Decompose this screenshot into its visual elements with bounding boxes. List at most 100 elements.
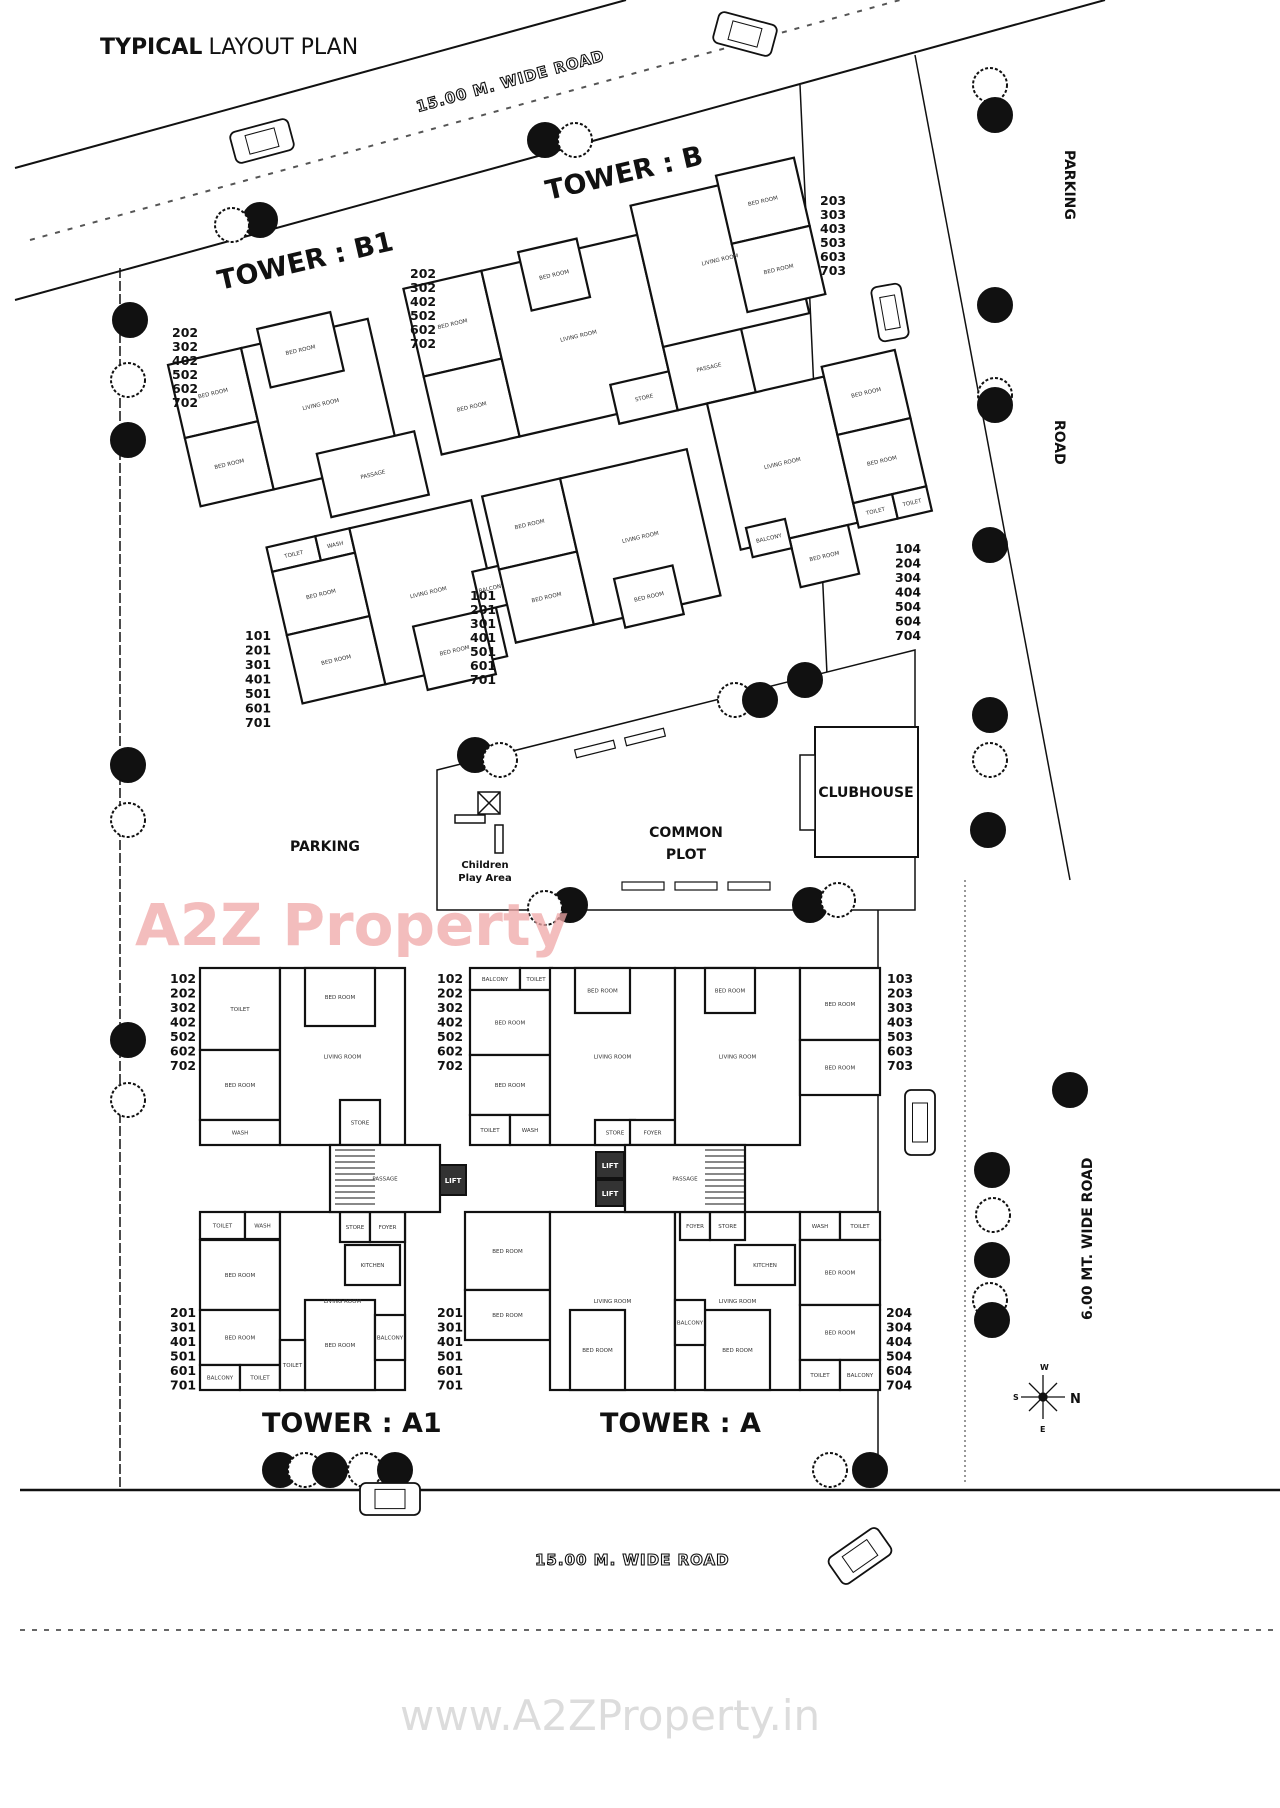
room-bed [612, 564, 686, 629]
staircase-icon [335, 1149, 375, 1205]
common-plot-label-2: PLOT [666, 847, 707, 863]
unit-number: 401 [170, 1334, 196, 1349]
unit-number: 402 [437, 1015, 463, 1030]
unit-number: 404 [895, 585, 921, 600]
unit-number: 701 [245, 715, 271, 730]
room-label: BED ROOM [825, 1271, 856, 1277]
car-icon [904, 1089, 936, 1156]
unit-number: 704 [895, 628, 921, 643]
room-balcony [198, 1363, 242, 1392]
room-bed [730, 224, 827, 314]
room-label: TOILET [212, 1224, 233, 1230]
room-label: BED ROOM [225, 1336, 256, 1342]
room-label: LIVING ROOM [594, 1299, 632, 1305]
room-bed [516, 237, 592, 312]
bottom-road-label: 15.00 M. WIDE ROAD [535, 1551, 730, 1569]
unit-number: 303 [887, 1000, 913, 1015]
unit-number: 303 [820, 207, 846, 222]
towers: TOILET BED ROOM WASH LIVING ROOM BED ROOM STO… [166, 156, 934, 1392]
unit-number: 202 [437, 986, 463, 1001]
right-parking-strip: PARKING ROAD [799, 54, 1077, 881]
clubhouse-label: CLUBHOUSE [818, 785, 913, 801]
room-label: BED ROOM [587, 989, 618, 995]
room-label: LIVING ROOM [719, 1299, 757, 1305]
tree-icon [347, 1452, 383, 1488]
unit-number: 201 [470, 602, 496, 617]
unit-number: 203 [820, 193, 846, 208]
tower-a1-label: TOWER : A1 [262, 1408, 442, 1439]
unit-number: 304 [886, 1320, 912, 1335]
room-label: LIVING ROOM [719, 1055, 757, 1061]
compass-s: S [1013, 1393, 1019, 1402]
unit-number: 302 [437, 1000, 463, 1015]
tree-icon [787, 662, 823, 698]
room-label: TOILET [809, 1373, 830, 1379]
tree-icon [972, 67, 1008, 103]
unit-number: 502 [410, 308, 436, 323]
tree-icon [527, 890, 563, 926]
room-label: FOYER [379, 1225, 397, 1231]
room-label: WASH [254, 1224, 271, 1230]
room-bed [788, 523, 861, 589]
unit-number: 703 [820, 263, 846, 278]
room-label: BED ROOM [325, 995, 356, 1001]
title-bold: TYPICAL [100, 35, 202, 60]
unit-number: 602 [410, 322, 436, 337]
room-label: TOILET [249, 1376, 270, 1382]
unit-number: 301 [170, 1320, 196, 1335]
room-balcony [744, 517, 794, 559]
room-bed [703, 966, 757, 1015]
unit-number: 703 [887, 1058, 913, 1073]
room-toilet [890, 484, 934, 520]
tree-icon [1052, 1072, 1088, 1108]
unit-number: 602 [172, 381, 198, 396]
tree-icon [820, 882, 856, 918]
lift-icon [595, 1151, 625, 1179]
tree-icon [972, 742, 1008, 778]
benches [573, 727, 771, 891]
compass-n: N [1070, 1392, 1081, 1407]
unit-number: 501 [170, 1349, 196, 1364]
room-label: WASH [327, 541, 344, 551]
tree-icon [312, 1452, 348, 1488]
room-bed [798, 966, 882, 1042]
room-label: BALCONY [677, 1321, 704, 1327]
unit-number: 702 [410, 336, 436, 351]
unit-number: 602 [437, 1044, 463, 1059]
unit-number: 204 [886, 1305, 912, 1320]
tree-icon [742, 682, 778, 718]
parking-label: PARKING [290, 839, 360, 855]
unit-number: 104 [895, 541, 921, 556]
unit-number: 201 [437, 1305, 463, 1320]
room-label: BED ROOM [825, 1002, 856, 1008]
unit-number: 402 [170, 1015, 196, 1030]
room-label: PASSAGE [696, 362, 722, 374]
unit-number: 201 [170, 1305, 196, 1320]
room-label: BED ROOM [492, 1249, 523, 1255]
room-label: BED ROOM [225, 1083, 256, 1089]
unit-number: 702 [172, 395, 198, 410]
room-label: BED ROOM [325, 1343, 356, 1349]
room-bed [568, 1308, 627, 1392]
room-label: LIVING ROOM [594, 1055, 632, 1061]
room-label: TOILET [901, 498, 923, 509]
unit-number: 302 [170, 1000, 196, 1015]
room-wash [508, 1113, 552, 1147]
staircase-icon [705, 1149, 745, 1205]
car-icon [712, 11, 778, 57]
room-label: STORE [606, 1131, 625, 1137]
unit-number: 403 [887, 1015, 913, 1030]
cars [229, 11, 936, 1585]
lift-label: LIFT [445, 1177, 462, 1185]
lift-label: LIFT [602, 1190, 619, 1198]
tree-icon [977, 97, 1013, 133]
unit-number: 601 [245, 701, 271, 716]
unit-number: 503 [887, 1029, 913, 1044]
tree-icon [812, 1452, 848, 1488]
room-label: PASSAGE [360, 469, 386, 481]
unit-number: 501 [437, 1349, 463, 1364]
unit-number: 601 [437, 1363, 463, 1378]
